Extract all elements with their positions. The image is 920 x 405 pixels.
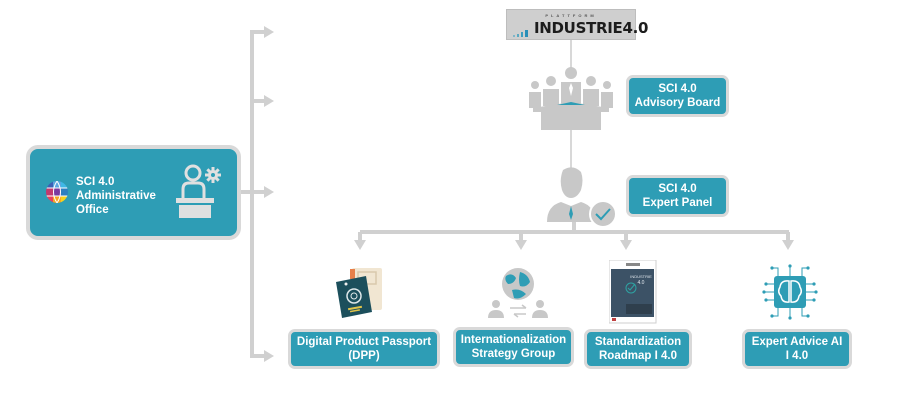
internationalization-box[interactable]: Internationalization Strategy Group: [453, 327, 574, 367]
admin-office-line-3: Office: [76, 204, 109, 216]
roadmap-box[interactable]: Standardization Roadmap I 4.0: [584, 329, 692, 369]
industrie40-logo: PLATTFORM INDUSTRIE4.0: [506, 9, 648, 40]
svg-text:4.0: 4.0: [638, 280, 645, 286]
logo-bars-icon: [513, 30, 528, 37]
expert-advice-ai-line-2: I 4.0: [785, 350, 809, 362]
branch-arrow-2: [515, 232, 527, 250]
expert-advice-ai-line-1: Expert Advice AI: [751, 336, 843, 348]
trunk-arrow-1: [250, 26, 274, 38]
advisory-board-line-1: SCI 4.0: [658, 83, 697, 95]
admin-office-line-1: SCI 4.0: [76, 176, 115, 188]
admin-office-line-2: Administrative: [76, 190, 156, 202]
passport-icon: [336, 268, 382, 318]
office-worker-icon: [176, 164, 221, 218]
advisory-board-box[interactable]: SCI 4.0 Advisory Board: [626, 75, 729, 117]
logo-top-text: PLATTFORM: [545, 13, 597, 18]
globe-logo-icon: [46, 181, 68, 203]
branch-arrow-1: [354, 232, 366, 250]
globe-people-icon: [488, 268, 548, 318]
admin-office-box[interactable]: SCI 4.0 Administrative Office: [26, 145, 241, 240]
logo-version: 4.0: [622, 19, 649, 37]
expert-panel-line-1: SCI 4.0: [658, 183, 697, 195]
branch-arrow-4: [782, 232, 794, 250]
meeting-table-icon: [529, 67, 613, 130]
branch-arrow-3: [620, 232, 632, 250]
dpp-line-1: Digital Product Passport: [296, 336, 432, 348]
dpp-box[interactable]: Digital Product Passport (DPP): [288, 329, 440, 369]
ai-brain-chip-icon: [762, 264, 818, 320]
trunk-arrow-4: [250, 350, 274, 362]
roadmap-line-1: Standardization: [594, 336, 682, 348]
expert-advice-ai-box[interactable]: Expert Advice AI I 4.0: [742, 329, 852, 369]
trunk-arrow-3: [252, 186, 274, 198]
roadmap-line-2: Roadmap I 4.0: [599, 350, 677, 362]
logo-main-text: INDUSTRIE: [534, 19, 623, 37]
trunk-arrow-2: [252, 95, 274, 107]
internationalization-line-1: Internationalization: [460, 334, 567, 346]
roadmap-doc-title: INDUSTRIE: [630, 274, 652, 279]
advisory-board-line-2: Advisory Board: [634, 97, 721, 109]
internationalization-line-2: Strategy Group: [471, 348, 556, 360]
expert-panel-box[interactable]: SCI 4.0 Expert Panel: [626, 175, 729, 217]
dpp-line-2: (DPP): [348, 350, 380, 362]
expert-person-check-icon: [547, 167, 617, 228]
roadmap-document-icon: INDUSTRIE 4.0: [609, 260, 657, 324]
expert-panel-line-2: Expert Panel: [642, 197, 713, 209]
